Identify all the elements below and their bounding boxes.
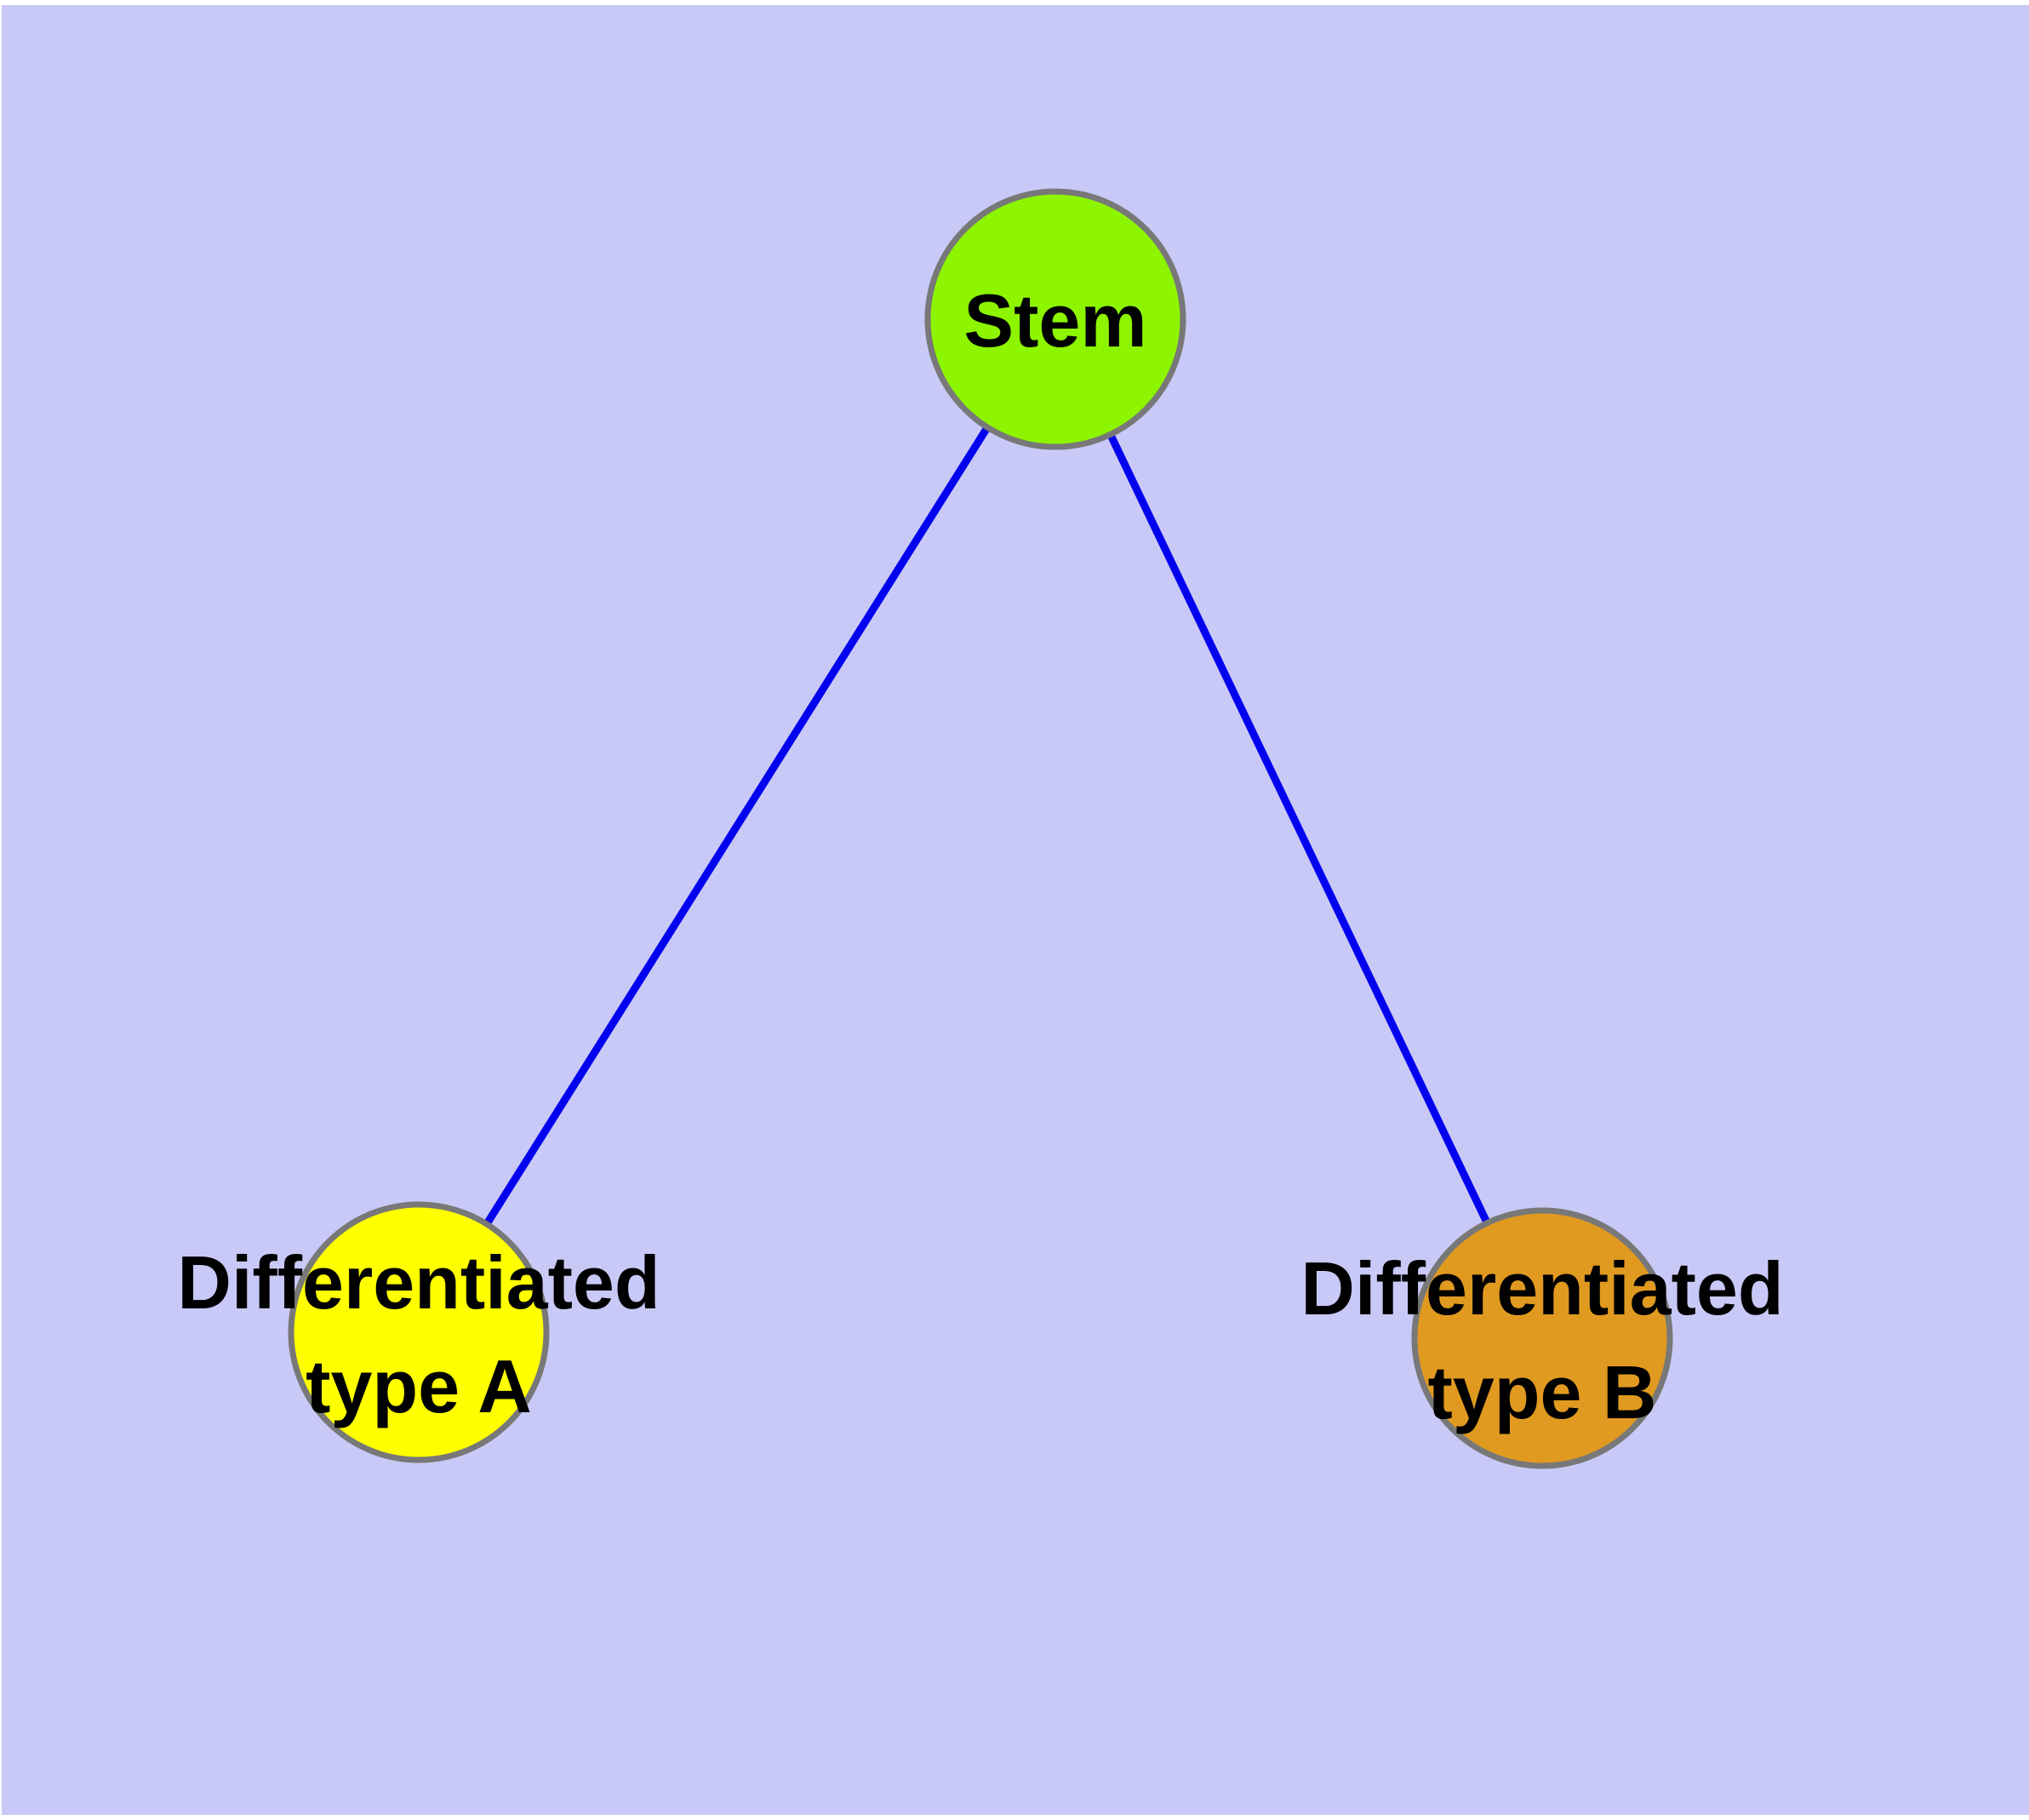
node-type-b-label-line1: Differentiated	[1300, 1246, 1783, 1331]
edge-stem-to-typeB	[1051, 318, 1546, 1340]
edge-stem-to-typeA	[415, 317, 1059, 1335]
node-type-a-label-line1: Differentiated	[177, 1240, 660, 1325]
node-stem-label: Stem	[963, 278, 1146, 363]
node-type-b-label-line2: type B	[1428, 1350, 1657, 1434]
node-stem	[924, 188, 1186, 450]
label-layer: Stem Differentiated type A Differentiate…	[177, 278, 1783, 1434]
node-differentiated-type-a	[288, 1201, 550, 1463]
edge-layer	[415, 317, 1546, 1340]
node-type-a-label-line2: type A	[306, 1344, 532, 1428]
node-differentiated-type-b	[1411, 1207, 1673, 1469]
node-layer	[288, 188, 1673, 1469]
